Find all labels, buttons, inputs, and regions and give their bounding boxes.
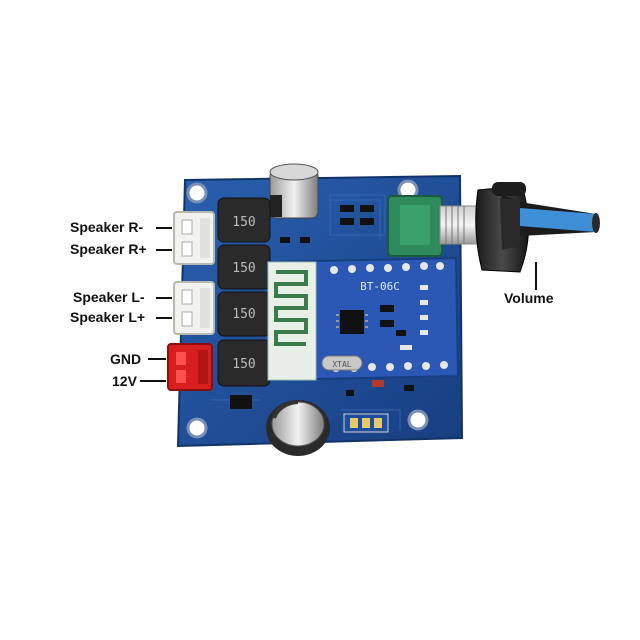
inductor-marking: 150 [232, 307, 255, 322]
pin-header [343, 413, 389, 433]
inductor-marking: 150 [232, 215, 255, 230]
smd-components [230, 205, 414, 409]
speaker-l-plus-label: Speaker L+ [70, 309, 146, 325]
module-marking: BT-06C [360, 280, 400, 293]
capacitor-icon [269, 163, 319, 219]
speaker-r-minus-label: Speaker R- [70, 219, 144, 235]
speaker-l-connector [173, 281, 215, 335]
mounting-holes [186, 179, 429, 439]
speaker-r-plus-label: Speaker R+ [70, 241, 147, 257]
inductor-icon: 150 [217, 197, 271, 243]
gnd-label: GND [110, 351, 142, 367]
inductor-icon: 150 [217, 339, 271, 387]
12v-label: 12V [112, 373, 137, 389]
potentiometer-knob-icon [475, 182, 600, 273]
capacitor-icon [266, 400, 330, 456]
inductor-marking: 150 [232, 357, 255, 372]
speaker-l-minus-label: Speaker L- [73, 289, 145, 305]
inductor-icon: 150 [217, 291, 271, 337]
crystal-marking: XTAL [332, 360, 351, 369]
bluetooth-module: XTAL BT-06C [266, 256, 460, 382]
inductor-marking: 150 [232, 261, 255, 276]
speaker-r-connector [173, 211, 215, 265]
potentiometer [387, 195, 481, 257]
power-connector [167, 343, 213, 391]
leader-lines [140, 227, 537, 382]
inductor-icon: 150 [217, 244, 271, 290]
volume-label: Volume [504, 290, 554, 306]
